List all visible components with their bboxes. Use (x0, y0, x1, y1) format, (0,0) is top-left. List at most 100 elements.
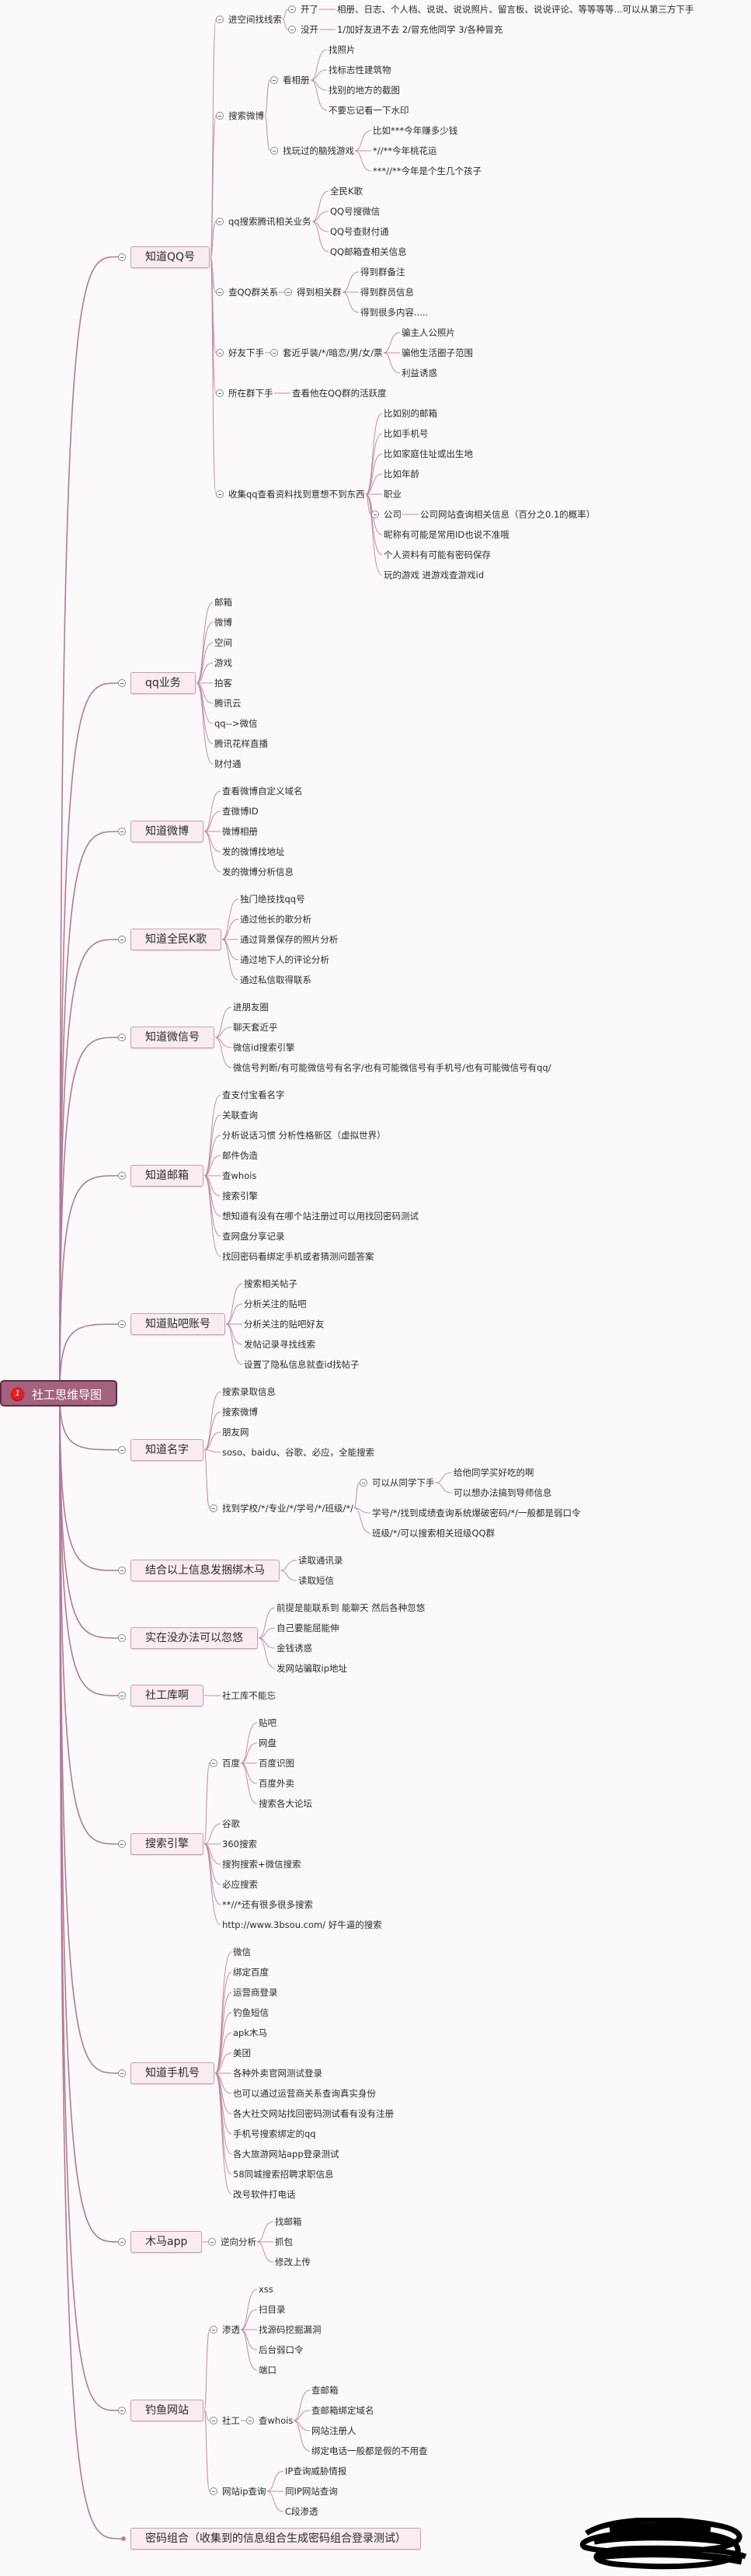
collapse-toggle-icon[interactable] (288, 5, 296, 13)
leaf-topic[interactable]: 社工库不能忘 (222, 1685, 276, 1706)
leaf-topic[interactable]: 发的微博找地址 (222, 842, 285, 862)
main-topic[interactable]: 钓鱼网站 (130, 2400, 203, 2421)
subtopic[interactable]: 百度 (222, 1753, 240, 1773)
subtopic[interactable]: 查QQ群关系 (228, 282, 278, 302)
leaf-topic[interactable]: QQ号搜微信 (330, 201, 380, 221)
leaf-topic[interactable]: ***//**今年是个生几个孩子 (373, 161, 482, 181)
leaf-topic[interactable]: **//*还有很多很多搜索 (222, 1895, 313, 1915)
collapse-toggle-icon[interactable] (216, 111, 224, 120)
leaf-topic[interactable]: 找照片 (329, 40, 356, 60)
main-topic[interactable]: 知道微信号 (130, 1027, 214, 1048)
leaf-topic[interactable]: 给他同学买好吃的啊 (454, 1462, 534, 1483)
leaf-topic[interactable]: 找回密码看绑定手机或者猜测问题答案 (222, 1246, 374, 1267)
subtopic[interactable]: 公司 (384, 504, 402, 525)
subtopic[interactable]: 社工 (222, 2410, 240, 2431)
leaf-topic[interactable]: 通过地下人的评论分析 (240, 950, 329, 970)
leaf-topic[interactable]: 查whois (222, 1166, 256, 1186)
collapse-toggle-icon[interactable] (216, 16, 224, 23)
leaf-topic[interactable]: 得到很多内容..... (360, 302, 428, 322)
main-topic[interactable]: 密码组合（收集到的信息组合生成密码组合登录测试） (130, 2528, 421, 2550)
leaf-topic[interactable]: 读取短信 (298, 1570, 334, 1591)
leaf-topic[interactable]: 绑定百度 (233, 1962, 269, 1982)
leaf-topic[interactable]: 微博相册 (222, 821, 258, 842)
collapse-toggle-icon[interactable] (216, 490, 224, 498)
leaf-topic[interactable]: 搜索相关帖子 (244, 1274, 297, 1294)
subtopic[interactable]: 开了 (301, 0, 318, 19)
leaf-topic[interactable]: *//**今年桃花运 (373, 141, 437, 161)
leaf-topic[interactable]: 邮箱 (214, 592, 232, 612)
leaf-topic[interactable]: 百度识图 (259, 1753, 294, 1773)
leaf-topic[interactable]: apk木马 (233, 2023, 267, 2043)
leaf-topic[interactable]: 邮件伪造 (222, 1145, 258, 1166)
leaf-topic[interactable]: 进朋友圈 (233, 997, 269, 1017)
leaf-topic[interactable]: 分析关注的贴吧好友 (244, 1314, 325, 1334)
collapse-toggle-icon[interactable] (118, 1692, 126, 1699)
main-topic[interactable]: 知道QQ号 (130, 246, 210, 268)
leaf-topic[interactable]: 谷歌 (222, 1814, 240, 1834)
leaf-topic[interactable]: 相册、日志、个人档、说说、说说照片、留言板、说说评论、等等等等...可以从第三方… (337, 0, 694, 19)
leaf-topic[interactable]: 360搜索 (222, 1834, 257, 1854)
collapse-toggle-icon[interactable] (210, 2417, 217, 2424)
leaf-topic[interactable]: 微信 (233, 1942, 251, 1962)
leaf-topic[interactable]: 找别的地方的截图 (329, 80, 400, 100)
leaf-topic[interactable]: 昵称有可能是常用ID也说不准哦 (384, 525, 509, 545)
leaf-topic[interactable]: 微信号判断/有可能微信号有名字/也有可能微信号有手机号/也有可能微信号有qq/ (233, 1058, 551, 1078)
leaf-topic[interactable]: 公司网站查询相关信息（百分之0.1的概率） (420, 504, 595, 525)
collapse-toggle-icon[interactable] (118, 1634, 126, 1642)
main-topic[interactable]: 知道微博 (130, 821, 203, 842)
collapse-toggle-icon[interactable] (246, 2417, 254, 2424)
leaf-topic[interactable]: 百度外卖 (259, 1773, 294, 1793)
leaf-topic[interactable]: 扫目录 (259, 2299, 286, 2320)
leaf-topic[interactable]: 找邮箱 (275, 2212, 302, 2232)
leaf-topic[interactable]: 不要忘记看一下水印 (329, 100, 409, 120)
leaf-topic[interactable]: 改号软件打电话 (233, 2184, 296, 2205)
leaf-topic[interactable]: IP查询威胁情报 (285, 2461, 346, 2481)
leaf-topic[interactable]: 职业 (384, 484, 402, 504)
leaf-topic[interactable]: 想知道有没有在哪个站注册过可以用找回密码测试 (222, 1206, 419, 1226)
collapse-toggle-icon[interactable] (118, 1567, 126, 1574)
leaf-topic[interactable]: 金钱诱惑 (276, 1638, 312, 1658)
leaf-topic[interactable]: 朋友网 (222, 1422, 249, 1442)
collapse-toggle-icon[interactable] (118, 253, 126, 261)
leaf-topic[interactable]: 得到群员信息 (360, 282, 414, 302)
collapse-toggle-icon[interactable] (216, 389, 224, 397)
leaf-topic[interactable]: 腾讯花样直播 (214, 734, 268, 754)
leaf-topic[interactable]: 微博 (214, 612, 232, 633)
subtopic[interactable]: 没开 (301, 19, 318, 40)
leaf-topic[interactable]: 发网站骗取ip地址 (276, 1658, 347, 1678)
subtopic[interactable]: 进空间找线索 (228, 9, 282, 30)
collapse-toggle-icon[interactable] (118, 2407, 126, 2414)
leaf-topic[interactable]: 手机号搜索绑定的qq (233, 2124, 316, 2144)
leaf-topic[interactable]: 比如***今年赚多少钱 (373, 120, 457, 141)
leaf-topic[interactable]: 财付通 (214, 754, 242, 774)
collapse-toggle-icon[interactable] (118, 1034, 126, 1041)
subtopic[interactable]: 好友下手 (228, 343, 264, 363)
collapse-toggle-icon[interactable] (118, 1840, 126, 1848)
collapse-toggle-icon[interactable] (210, 2487, 217, 2495)
leaf-topic[interactable]: 比如家庭住址或出生地 (384, 444, 473, 464)
subtopic[interactable]: 可以从同学下手 (372, 1473, 435, 1493)
collapse-toggle-icon[interactable] (360, 1479, 367, 1487)
leaf-topic[interactable]: 端口 (259, 2360, 276, 2380)
main-topic[interactable]: qq业务 (130, 672, 196, 694)
leaf-topic[interactable]: 查网盘分享记录 (222, 1226, 285, 1246)
leaf-topic[interactable]: QQ号查财付通 (330, 221, 389, 242)
collapse-toggle-icon[interactable] (216, 218, 224, 225)
subtopic[interactable]: 搜索微博 (228, 106, 264, 126)
leaf-topic[interactable]: 学号/*/找到成绩查询系统爆破密码/*/一般都是弱口令 (372, 1503, 581, 1523)
leaf-topic[interactable]: 班级/*/可以搜索相关班级QQ群 (372, 1523, 495, 1543)
collapse-toggle-icon[interactable] (284, 288, 292, 296)
leaf-topic[interactable]: 通过他长的歌分析 (240, 909, 311, 929)
leaf-topic[interactable]: 微信id搜索引擎 (233, 1037, 295, 1058)
leaf-topic[interactable]: 必应搜索 (222, 1874, 258, 1895)
collapse-toggle-icon[interactable] (270, 349, 278, 357)
collapse-toggle-icon[interactable] (118, 828, 126, 835)
leaf-topic[interactable]: 比如别的邮箱 (384, 403, 437, 424)
subtopic[interactable]: 逆向分析 (221, 2232, 256, 2252)
leaf-topic[interactable]: QQ邮箱查相关信息 (330, 242, 407, 262)
leaf-topic[interactable]: 贴吧 (259, 1713, 276, 1733)
collapse-toggle-icon[interactable] (288, 26, 296, 33)
collapse-toggle-icon[interactable] (208, 2238, 216, 2246)
leaf-topic[interactable]: soso、baidu、谷歌、必应，全能搜索 (222, 1442, 374, 1462)
leaf-topic[interactable]: 腾讯云 (214, 693, 242, 713)
